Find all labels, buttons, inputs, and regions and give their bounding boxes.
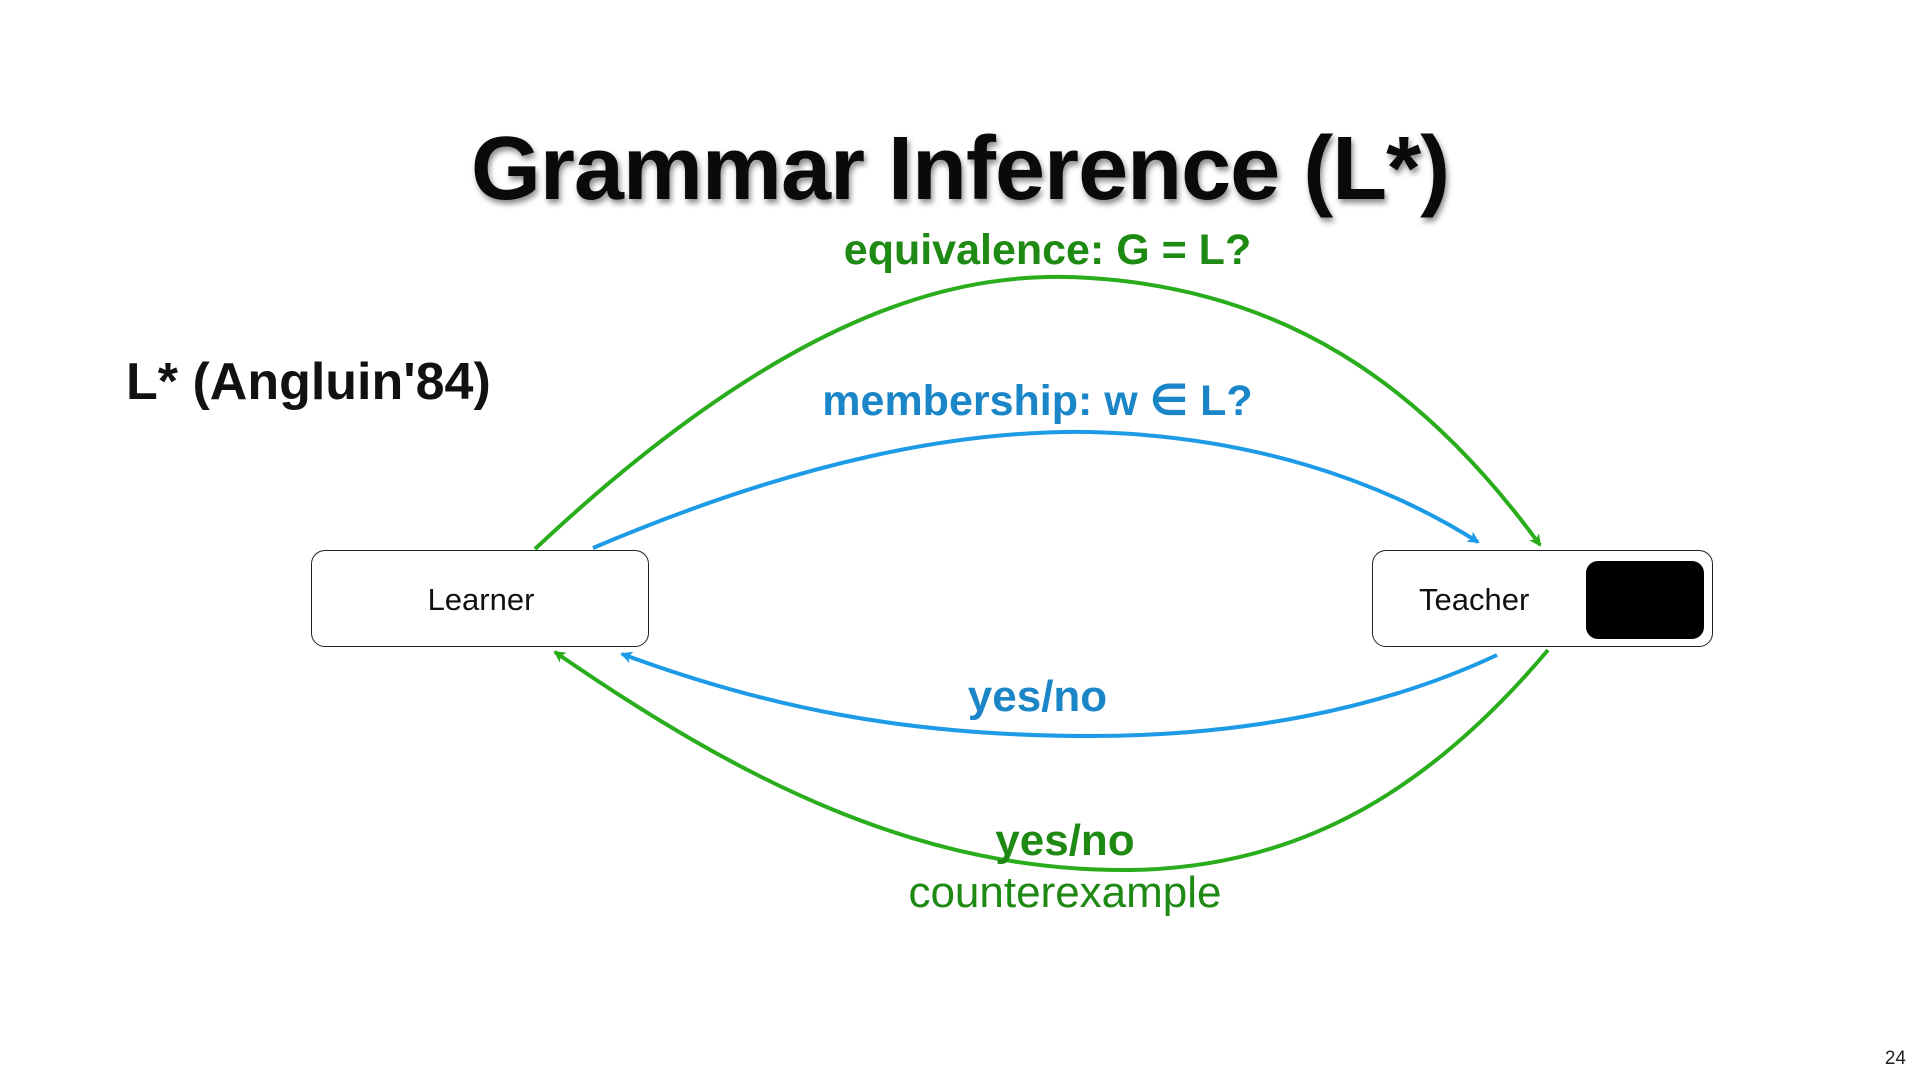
membership-query-label: membership: w ∈ L? — [822, 377, 1253, 425]
equivalence-query-arrow — [533, 274, 1542, 551]
slide-title: Grammar Inference (L*) — [470, 119, 1450, 219]
black-box-icon — [1586, 561, 1704, 639]
membership-answer-arrow — [620, 651, 1498, 739]
membership-answer-label: yes/no — [967, 672, 1108, 721]
membership-query-arrow — [592, 429, 1480, 550]
teacher-label: Teacher — [1419, 582, 1530, 617]
equivalence-answer-label: yes/no — [995, 816, 1135, 865]
equivalence-query-label: equivalence: G = L? — [843, 226, 1252, 274]
equivalence-answer-arrow — [553, 648, 1550, 873]
counterexample-label: counterexample — [908, 868, 1222, 917]
learner-label: Learner — [427, 582, 535, 617]
algorithm-subtitle: L* (Angluin'84) — [126, 353, 491, 411]
teacher-node: Teacher — [1372, 550, 1713, 647]
learner-node: Learner — [311, 550, 649, 647]
page-number: 24 — [1884, 1048, 1906, 1069]
